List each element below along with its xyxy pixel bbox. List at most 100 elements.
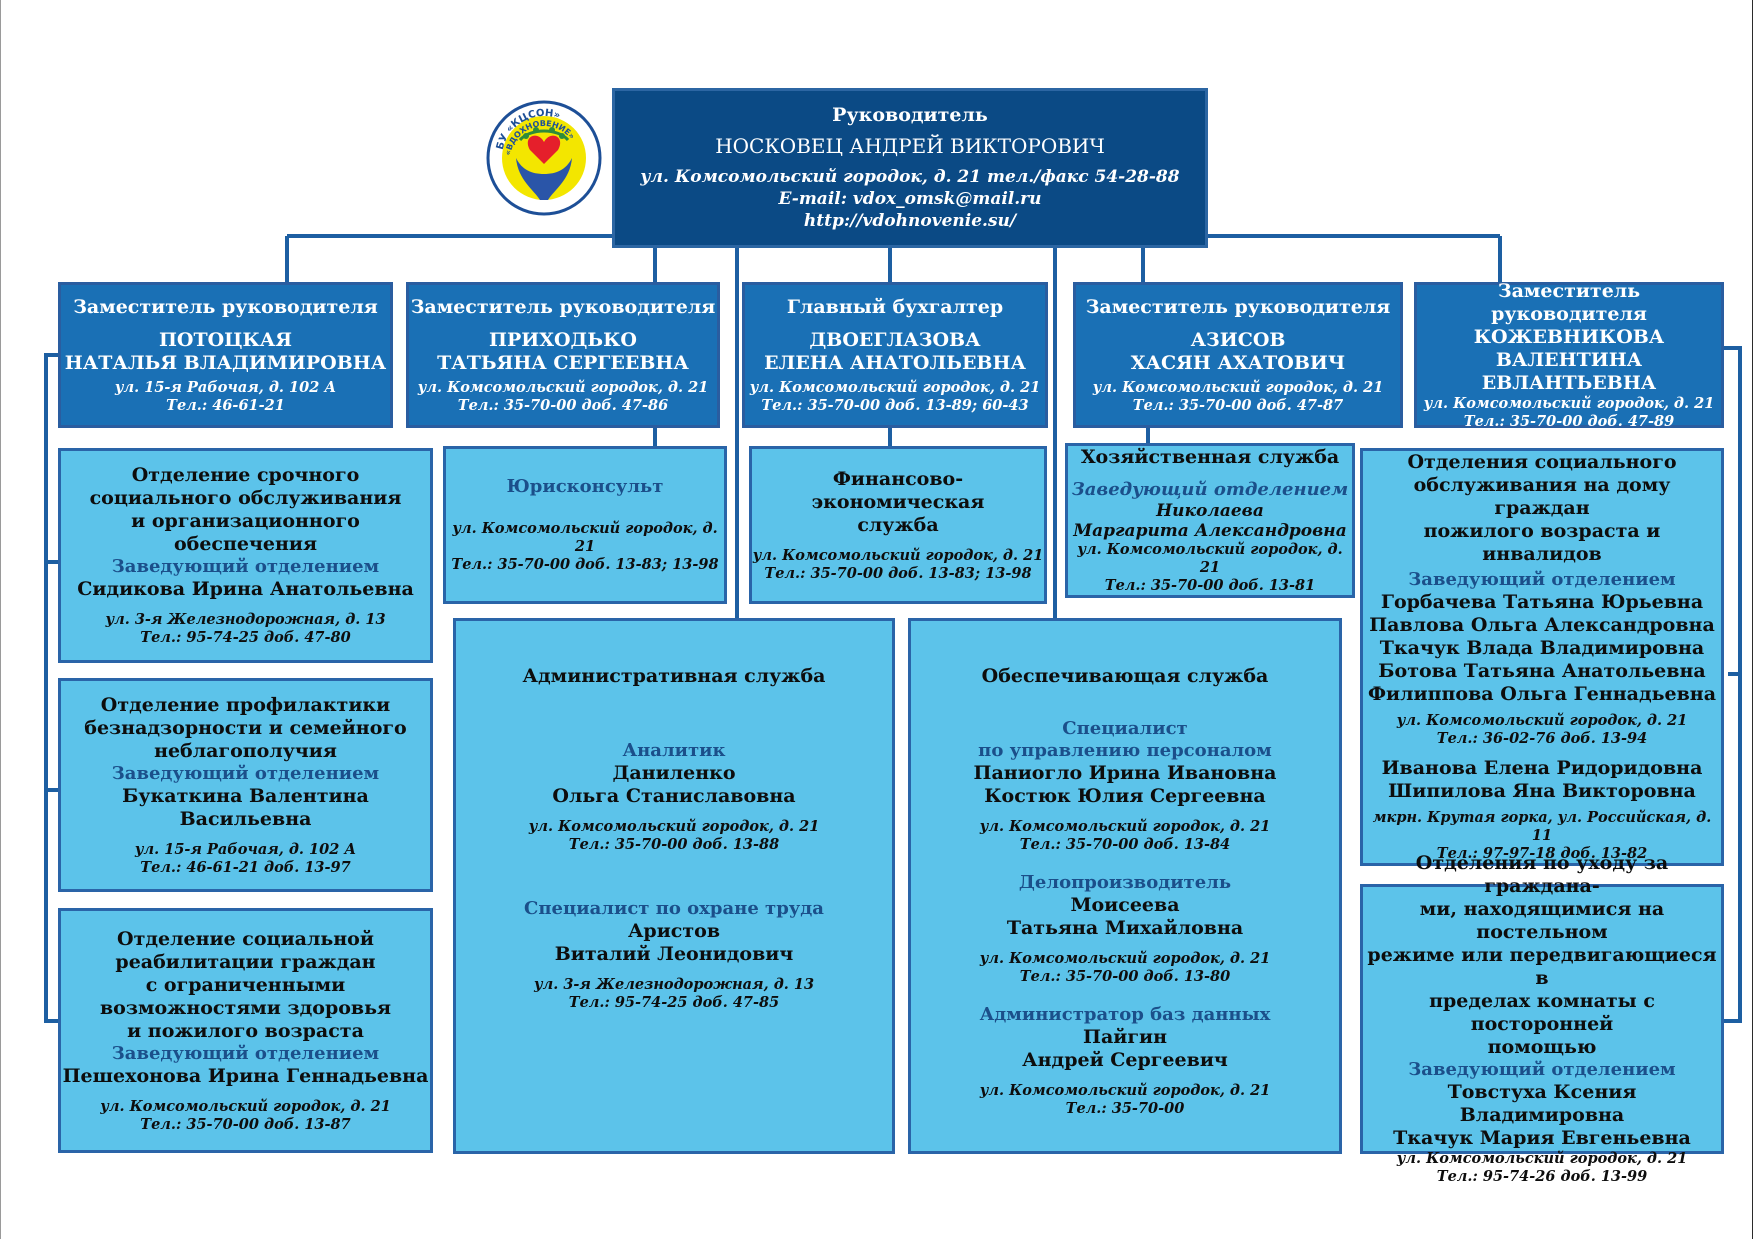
deputy-surname: ПРИХОДЬКО xyxy=(489,328,637,351)
dept-head-name: Шипилова Яна Викторовна xyxy=(1388,780,1696,803)
dept-title-line: пределах комнаты с посторонней xyxy=(1429,990,1655,1035)
dept-title-line: Отделение социальной xyxy=(117,927,374,950)
head-name: НОСКОВЕЦ АНДРЕЙ ВИКТОРОВИЧ xyxy=(715,134,1105,158)
lawyer-phone: Тел.: 35-70-00 доб. 13-83; 13-98 xyxy=(451,556,719,573)
dept-head-name: Ткачук Влада Владимировна xyxy=(1379,637,1705,660)
deputy-phone: Тел.: 46-61-21 xyxy=(166,396,285,414)
staff-phone: Тел.: 35-70-00 доб. 13-80 xyxy=(1019,968,1231,985)
staff-name: Костюк Юлия Сергеевна xyxy=(984,785,1266,807)
deputy-surname: КОЖЕВНИКОВА xyxy=(1473,325,1665,348)
deputy-surname: ДВОЕГЛАЗОВА xyxy=(809,328,981,351)
left-bracket xyxy=(44,353,60,1023)
staff-phone: Тел.: 35-70-00 доб. 13-88 xyxy=(568,836,780,853)
dept-title-line: и пожилого возраста xyxy=(127,1019,364,1042)
organization-logo: БУ «КЦСОН» «ВДОХНОВЕНИЕ» xyxy=(486,100,602,216)
dept-head-label: Заведующий отделением xyxy=(111,556,380,577)
lawyer-title: Юрисконсульт xyxy=(506,476,664,497)
head-url: http://vdohnovenie.su/ xyxy=(803,211,1017,231)
dept-phone: Тел.: 35-70-00 доб. 13-87 xyxy=(140,1115,351,1133)
staff-name: Виталий Леонидович xyxy=(554,943,794,965)
deputy-phone: Тел.: 35-70-00 доб. 47-86 xyxy=(457,396,669,414)
deputy-title: Заместитель руководителя xyxy=(1491,279,1647,325)
dept-title-line: с ограниченными xyxy=(145,973,346,996)
deputy-address: ул. Комсомольский городок, д. 21 xyxy=(417,378,709,396)
household-box: Хозяйственная служба Заведующий отделени… xyxy=(1065,443,1355,598)
deputy-phone: Тел.: 35-70-00 доб. 13-89; 60-43 xyxy=(761,396,1029,414)
household-head-label: Заведующий отделением xyxy=(1071,479,1349,500)
deputy-surname: ПОТОЦКАЯ xyxy=(158,328,293,351)
staff-surname: Моисеева xyxy=(1070,894,1180,916)
finance-title-line: служба xyxy=(857,513,939,536)
lawyer-box: Юрисконсульт ул. Комсомольский городок, … xyxy=(443,446,727,604)
deputy-box-1: Заместитель руководителя ПОТОЦКАЯ НАТАЛЬ… xyxy=(58,282,393,428)
household-head-name: Маргарита Александровна xyxy=(1073,521,1347,541)
staff-name: Татьяна Михайловна xyxy=(1006,917,1244,939)
staff-role: Специалист xyxy=(1062,718,1188,739)
dept-address: мкрн. Крутая горка, ул. Российская, д. 1… xyxy=(1372,809,1712,844)
dept-rehabilitation: Отделение социальной реабилитации гражда… xyxy=(58,908,433,1153)
dept-head-name: Товстуха Ксения Владимировна xyxy=(1447,1081,1637,1126)
dept-phone: Тел.: 97-97-18 доб. 13-82 xyxy=(1436,845,1648,862)
dept-address: ул. 15-я Рабочая, д. 102 А xyxy=(134,840,357,858)
dept-title-line: возможностями здоровья xyxy=(99,996,392,1019)
dept-title-line: Отделения по уходу за граждана- xyxy=(1415,852,1669,897)
dept-title-line: Отделения социального xyxy=(1407,451,1677,473)
finance-address: ул. Комсомольский городок, д. 21 xyxy=(752,546,1044,564)
deputy-phone: Тел.: 35-70-00 доб. 47-89 xyxy=(1463,412,1675,430)
dept-head-label: Заведующий отделением xyxy=(111,1042,380,1064)
staff-phone: Тел.: 35-70-00 xyxy=(1065,1100,1185,1117)
deputy-title: Заместитель руководителя xyxy=(73,295,378,318)
deputy-title: Главный бухгалтер xyxy=(786,295,1004,318)
deputy-address: ул. 15-я Рабочая, д. 102 А xyxy=(114,378,337,396)
finance-box: Финансово-экономическая служба ул. Комсо… xyxy=(749,446,1047,604)
staff-name: Паниогло Ирина Ивановна xyxy=(973,762,1277,784)
deputy-name: НАТАЛЬЯ ВЛАДИМИРОВНА xyxy=(64,351,387,374)
staff-address: ул. Комсомольский городок, д. 21 xyxy=(979,818,1271,835)
staff-address: ул. Комсомольский городок, д. 21 xyxy=(979,1082,1271,1099)
staff-name: Ольга Станиславовна xyxy=(552,785,796,807)
dept-bed-care: Отделения по уходу за граждана- ми, нахо… xyxy=(1360,852,1724,1185)
deputy-box-4: Заместитель руководителя АЗИСОВ ХАСЯН АХ… xyxy=(1073,282,1403,428)
dept-head-name: Павлова Ольга Александровна xyxy=(1369,614,1715,637)
dept-title-line: Отделение профилактики xyxy=(100,693,391,716)
dept-title-line: социального обслуживания xyxy=(89,487,402,509)
staff-role: Аналитик xyxy=(622,740,726,761)
deputy-address: ул. Комсомольский городок, д. 21 xyxy=(749,378,1041,396)
dept-title-line: Отделение срочного xyxy=(131,464,360,486)
dept-head-label: Заведующий отделением xyxy=(1408,569,1676,591)
dept-head-name: Филиппова Ольга Геннадьевна xyxy=(1367,683,1717,706)
dept-head-name: Горбачева Татьяна Юрьевна xyxy=(1380,591,1704,614)
dept-phone: Тел.: 36-02-76 доб. 13-94 xyxy=(1436,730,1648,748)
deputy-title: Заместитель руководителя xyxy=(410,295,716,318)
dept-address: ул. Комсомольский городок, д. 21 xyxy=(100,1097,391,1115)
household-address: ул. Комсомольский городок, д. 21 xyxy=(1077,541,1343,576)
dept-title-line: реабилитации граждан xyxy=(115,950,376,973)
dept-title-line: ми, находящимися на постельном xyxy=(1419,898,1665,943)
staff-role: Делопроизводитель xyxy=(1018,872,1232,893)
dept-address: ул. 3-я Железнодорожная, д. 13 xyxy=(105,611,386,628)
staff-surname: Даниленко xyxy=(612,762,736,784)
dept-head-name: Ботова Татьяна Анатольевна xyxy=(1378,660,1706,683)
staff-role: Администратор баз данных xyxy=(979,1004,1271,1025)
dept-address: ул. Комсомольский городок, д. 21 xyxy=(1396,1150,1688,1167)
deputy-surname: АЗИСОВ xyxy=(1190,328,1286,351)
lawyer-address: ул. Комсомольский городок, д. 21 xyxy=(452,520,718,555)
dept-head-name: Сидикова Ирина Анатольевна xyxy=(77,578,414,600)
dept-head-name: Букаткина Валентина Васильевна xyxy=(122,784,369,830)
support-service-box: Обеспечивающая служба Специалист по упра… xyxy=(908,618,1342,1154)
staff-surname: Пайгин xyxy=(1083,1026,1167,1048)
dept-phone: Тел.: 95-74-26 доб. 13-99 xyxy=(1436,1168,1648,1185)
dept-urgent-service: Отделение срочного социального обслужива… xyxy=(58,448,433,663)
household-head-surname: Николаева xyxy=(1156,501,1264,521)
dept-prevention: Отделение профилактики безнадзорности и … xyxy=(58,678,433,892)
finance-title-line: Финансово-экономическая xyxy=(811,467,985,513)
dept-title-line: неблагополучия xyxy=(154,739,337,762)
staff-name: Андрей Сергеевич xyxy=(1022,1049,1228,1071)
deputy-name: ХАСЯН АХАТОВИЧ xyxy=(1130,351,1346,374)
deputy-address: ул. Комсомольский городок, д. 21 xyxy=(1423,394,1715,412)
deputy-box-3: Главный бухгалтер ДВОЕГЛАЗОВА ЕЛЕНА АНАТ… xyxy=(742,282,1048,428)
deputy-address: ул. Комсомольский городок, д. 21 xyxy=(1092,378,1384,396)
staff-address: ул. 3-я Железнодорожная, д. 13 xyxy=(533,976,815,993)
